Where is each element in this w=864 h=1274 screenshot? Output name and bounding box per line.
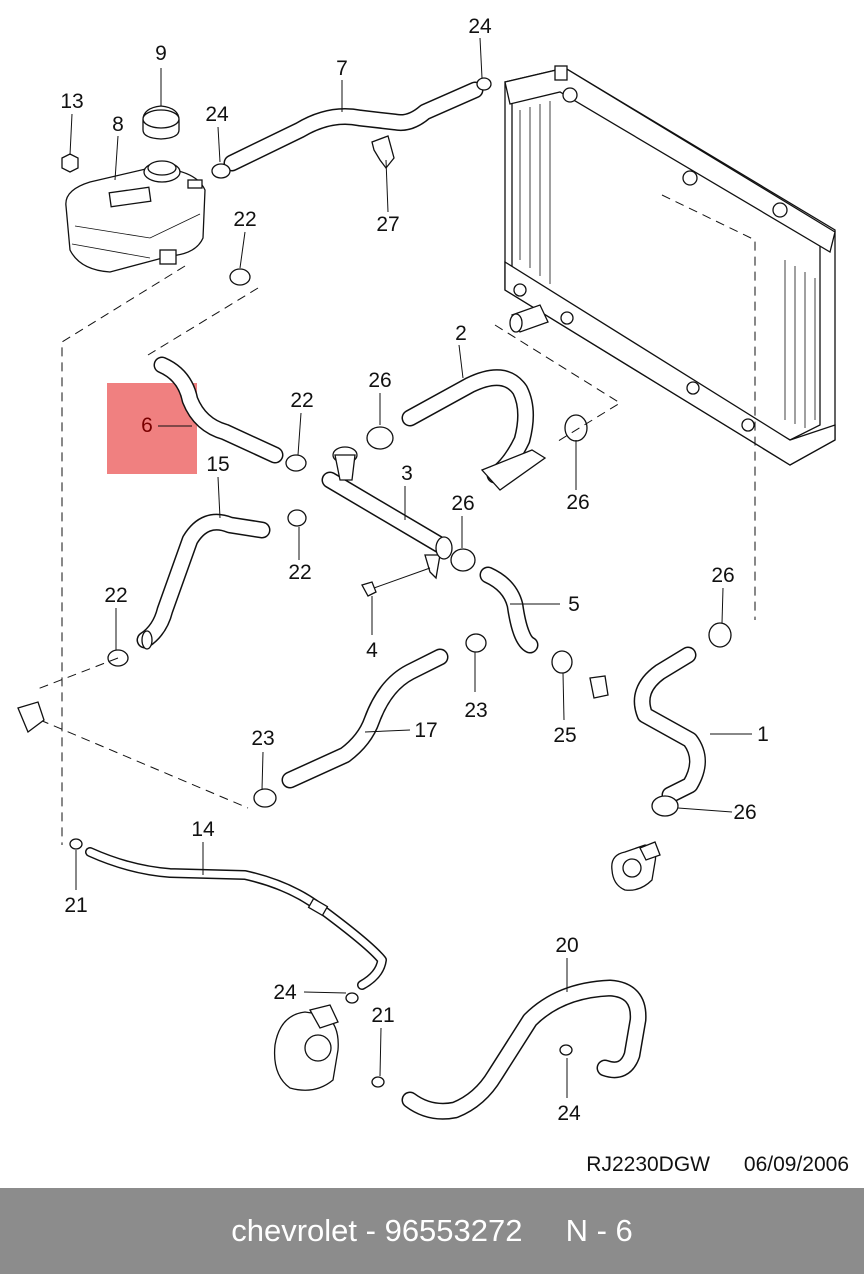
footer-separator: - xyxy=(357,1213,385,1248)
routing-lines xyxy=(17,194,756,845)
callout-20: 20 xyxy=(555,934,578,957)
callout-22-tank: 22 xyxy=(233,208,256,231)
callout-21-throttle: 21 xyxy=(371,1004,394,1027)
footer-brand: chevrolet xyxy=(231,1213,358,1248)
callout-21-left: 21 xyxy=(64,894,87,917)
nut-13 xyxy=(61,153,79,173)
callout-24-top: 24 xyxy=(468,15,492,38)
callout-26-hose1-top: 26 xyxy=(711,564,734,587)
callout-15: 15 xyxy=(206,453,229,476)
callout-26-pipe3: 26 xyxy=(451,492,474,515)
pipe-3 xyxy=(321,446,453,580)
pipe-stub xyxy=(589,675,609,699)
bracket-27 xyxy=(371,135,395,170)
parts-diagram: 9 13 8 7 24 24 22 27 2 26 22 6 15 3 26 2… xyxy=(17,15,849,1176)
radiator xyxy=(504,65,836,466)
callout-14: 14 xyxy=(191,818,215,841)
callout-4: 4 xyxy=(366,639,378,662)
callout-2: 2 xyxy=(455,322,467,345)
callout-22-hose6: 22 xyxy=(290,389,313,412)
callout-1: 1 xyxy=(757,723,769,746)
pressure-cap-9 xyxy=(142,105,180,140)
hose-20 xyxy=(401,979,647,1120)
bolt-4 xyxy=(361,581,377,597)
callout-23-left: 23 xyxy=(251,727,274,750)
callout-6: 6 xyxy=(141,414,153,437)
footer-part-number: 96553272 xyxy=(384,1213,523,1248)
footer-position: N - 6 xyxy=(565,1213,633,1248)
callout-26-hose1-bottom: 26 xyxy=(733,801,756,824)
leader-lines xyxy=(69,37,752,1098)
callout-9: 9 xyxy=(155,42,167,65)
callout-27: 27 xyxy=(376,213,399,236)
callout-24-hose20: 24 xyxy=(557,1102,581,1125)
callout-24-tank: 24 xyxy=(205,103,229,126)
callout-26-radiator: 26 xyxy=(566,491,589,514)
callout-26-hose2: 26 xyxy=(368,369,391,392)
callout-17: 17 xyxy=(414,719,437,742)
drawing-code: RJ2230DGW xyxy=(586,1153,710,1176)
surge-tank xyxy=(65,160,206,273)
callout-22-hose15: 22 xyxy=(288,561,311,584)
callout-labels: 9 13 8 7 24 24 22 27 2 26 22 6 15 3 26 2… xyxy=(60,15,769,1125)
throttle-body xyxy=(273,1004,339,1091)
callout-5: 5 xyxy=(568,593,580,616)
callout-24-throttle: 24 xyxy=(273,981,297,1004)
drawing-date: 06/09/2006 xyxy=(744,1153,849,1176)
callout-25: 25 xyxy=(553,724,576,747)
callout-3: 3 xyxy=(401,462,413,485)
footer-bar: chevrolet - 96553272 N - 6 xyxy=(0,1188,864,1274)
clamps xyxy=(69,77,732,1088)
callout-23-right: 23 xyxy=(464,699,487,722)
callout-8: 8 xyxy=(112,113,124,136)
callout-22-lower: 22 xyxy=(104,584,127,607)
callout-7: 7 xyxy=(336,57,348,80)
footer-gap xyxy=(523,1213,566,1249)
callout-13: 13 xyxy=(60,90,83,113)
thermostat-housing xyxy=(611,841,661,891)
